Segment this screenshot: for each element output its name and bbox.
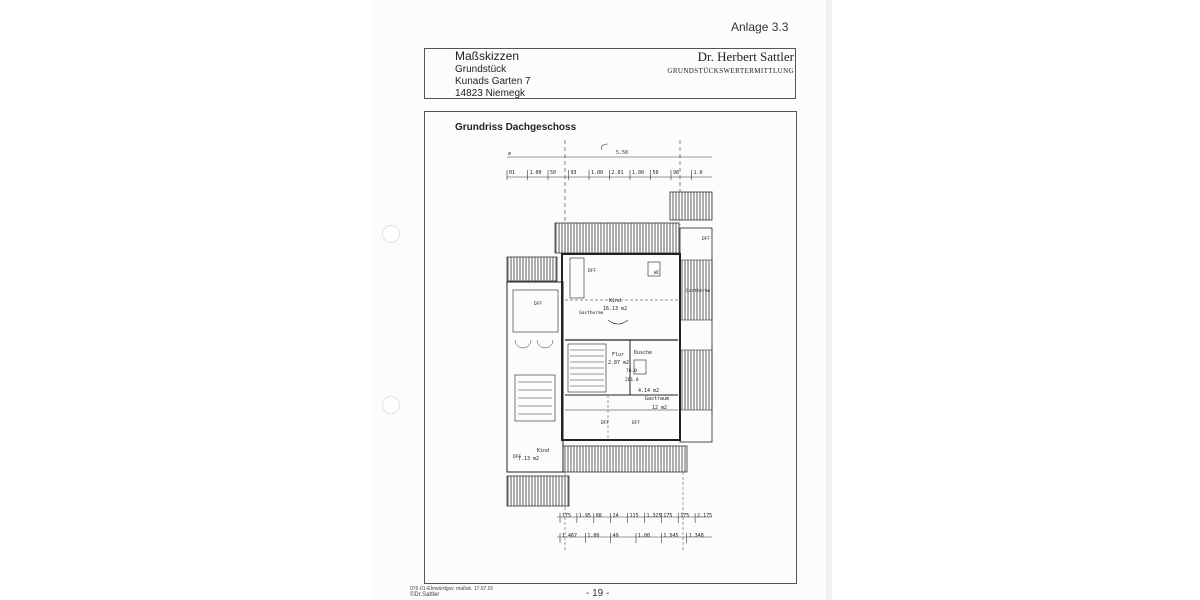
dim-row-top: 01 1.00 50 93 1.00 2.01 1.00 50 98 1.0 — [506, 170, 703, 180]
dimension-label: 1.00 — [587, 533, 599, 539]
city-address: 14823 Niemegk — [455, 88, 526, 99]
dimension-note: 76.0 — [626, 368, 637, 374]
room-area: 2.87 m2 — [608, 360, 629, 366]
dimension-label: 1.467 — [562, 533, 577, 539]
plan-title: Grundriss Dachgeschoss — [455, 122, 577, 133]
roof-hatch — [506, 256, 558, 282]
roof-hatch — [554, 222, 680, 254]
dimension-label: 2.175 — [697, 513, 712, 519]
header-box — [424, 48, 796, 99]
room-area: 16.13 m2 — [603, 306, 627, 312]
dimension-label: 01 — [509, 170, 515, 176]
room-area: 4.14 m2 — [638, 388, 659, 394]
dimension-label: 1.00 — [632, 170, 644, 176]
author-name: Dr. Herbert Sattler — [697, 49, 794, 64]
roof-hatch — [562, 445, 688, 473]
room-name: Flur — [612, 352, 624, 358]
roof-hatch — [506, 475, 570, 507]
dff-label: DFF — [601, 420, 609, 426]
dimension-note: 201.0 — [625, 377, 639, 383]
dff-label: DFF — [588, 268, 596, 274]
guide-lines — [564, 395, 684, 550]
room-name: Kind — [609, 298, 621, 304]
dimension-label: 1.325 — [646, 513, 661, 519]
dimension-label: 1.00 — [591, 170, 603, 176]
dimension-label: 175 — [562, 513, 571, 519]
gastherme-label: Gastherme — [579, 310, 604, 316]
dimension-label: 1.348 — [689, 533, 704, 539]
dimension-label: 49 — [613, 533, 619, 539]
dimension-label: 115 — [630, 513, 639, 519]
dimension-label: 175 — [680, 513, 689, 519]
dimension-label: 93 — [571, 170, 577, 176]
room-area: 7.13 m2 — [518, 456, 539, 462]
top-dimension-value: 5.50 — [616, 150, 628, 156]
punch-hole — [382, 225, 400, 243]
dff-label: DFF — [534, 301, 542, 307]
page-edge — [826, 0, 832, 600]
room-name: Gastraum — [645, 396, 669, 402]
dimension-label: 88 — [596, 513, 602, 519]
annex-label: Anlage 3.3 — [731, 20, 789, 34]
room-name: Kind — [537, 448, 549, 454]
dimension-label: 2.01 — [612, 170, 624, 176]
dimension-label: 1.545 — [663, 533, 678, 539]
roof-hatch — [679, 349, 713, 411]
room-name: Dusche — [634, 350, 652, 356]
dim-row-bottom2: 1.467 1.00 49 1.00 1.545 1.348 — [559, 533, 704, 543]
walls — [506, 227, 713, 473]
dimension-label: 1.0 — [694, 170, 703, 176]
room-area: 12 m2 — [652, 405, 667, 411]
dff-label: DFF — [632, 420, 640, 426]
subject-label: Grundstück — [455, 64, 507, 75]
footer-file-ref: 076-01-Ehrwürdgsv. maßsk. 17.07.01 — [410, 586, 494, 592]
wc-label: WC — [654, 270, 660, 276]
floor-plan-drawing: ø 5.50 01 1.00 50 93 1.00 2.01 1.00 50 98 1.0 — [506, 140, 713, 550]
dimension-label: 1.00 — [638, 533, 650, 539]
gastherme-label: Gastherme — [686, 288, 711, 294]
punch-hole — [382, 396, 400, 414]
dimension-label: 1.95 — [579, 513, 591, 519]
staircase — [514, 339, 604, 415]
dff-label: DFF — [513, 454, 521, 460]
header-title: Maßskizzen — [455, 49, 520, 63]
plan-frame — [424, 111, 797, 584]
dimension-label: 98 — [673, 170, 679, 176]
street-address: Kunads Garten 7 — [455, 76, 531, 87]
svg-text:ø: ø — [508, 151, 511, 157]
roof-hatch — [679, 259, 713, 321]
bottom-dimension-lines — [557, 516, 712, 538]
page-number: - 19 - — [586, 588, 610, 599]
dimension-label: 1.00 — [530, 170, 542, 176]
dimension-label: 24 — [613, 513, 619, 519]
footer-copyright: ©Dr.Sattler — [410, 592, 440, 598]
roof-hatch — [669, 191, 713, 221]
dimension-label: 50 — [653, 170, 659, 176]
author-subtitle: GRUNDSTÜCKSWERTERMITTLUNG — [667, 67, 794, 75]
dimension-label: 50 — [550, 170, 556, 176]
dimension-label: 175 — [663, 513, 672, 519]
dff-label: DFF — [702, 236, 710, 242]
